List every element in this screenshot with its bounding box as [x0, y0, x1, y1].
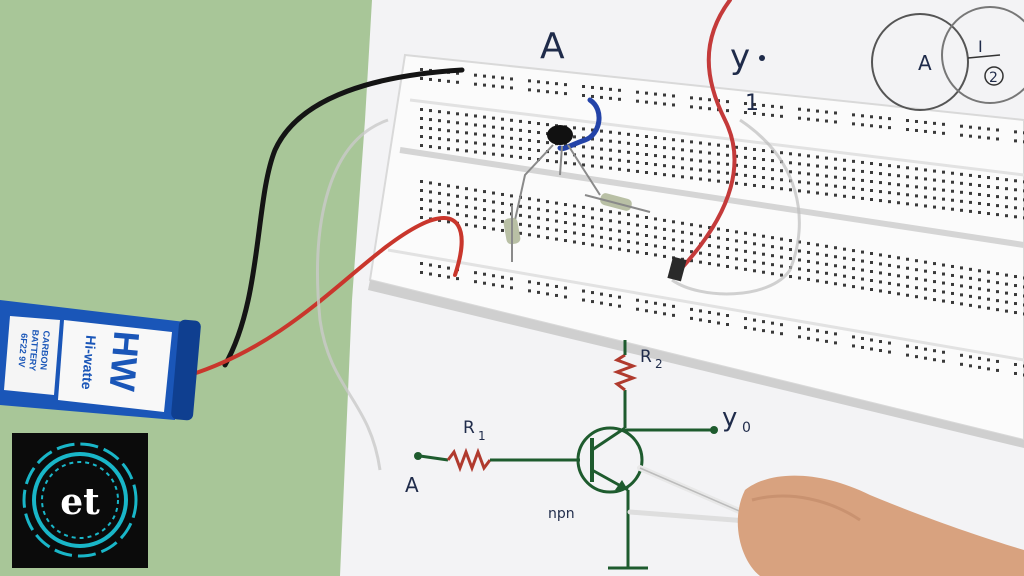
- wire-connector: [667, 256, 687, 282]
- schematic-transistor-symbol: [576, 426, 644, 494]
- battery-model: Hi-watte: [79, 335, 100, 391]
- battery-spec-line2: BATTERY: [27, 329, 41, 371]
- battery-brand: HW: [101, 329, 147, 392]
- schematic-label-r1: R: [463, 418, 475, 438]
- schematic-label-y-sub: 0: [742, 420, 751, 436]
- breadboard-label-a: A: [540, 26, 565, 67]
- breadboard-label-y: y: [730, 37, 750, 77]
- venn-label-i: I: [978, 37, 983, 56]
- breadboard-center-channel: [399, 147, 1024, 248]
- schematic-label-npn: npn: [548, 506, 575, 522]
- battery: HW Hi-watte 6F22 9V BATTERY CARBON: [0, 300, 201, 421]
- channel-logo: et: [12, 433, 148, 568]
- schematic-input-wire: [419, 454, 449, 462]
- black-wire: [222, 67, 465, 368]
- red-wire-battery: [188, 216, 464, 377]
- schematic-label-r1-sub: 1: [478, 429, 486, 443]
- hand: [737, 475, 1024, 576]
- resistor-component-2: [584, 193, 651, 213]
- schematic-resistor-r1: [446, 447, 492, 473]
- venn-label-a: A: [918, 51, 932, 75]
- transistor-component: [547, 125, 573, 145]
- schematic-label-y: y: [722, 403, 737, 433]
- schematic-label-r2-sub: 2: [655, 357, 663, 371]
- logo-text: et: [60, 481, 100, 523]
- battery-spec-line3: CARBON: [38, 330, 51, 370]
- resistor-component-1: [503, 205, 521, 262]
- venn-diagram: A I 2: [871, 6, 1024, 111]
- transistor-schematic: A R 1 R 2 y 0 npn: [405, 340, 751, 570]
- schematic-input-node: [414, 452, 422, 460]
- wire-shadow: [316, 118, 389, 471]
- schematic-resistor-r2: [612, 353, 638, 392]
- battery-spec-line1: 6F22 9V: [17, 333, 30, 368]
- breadboard-label-y-sub: 1: [745, 91, 759, 116]
- red-wire-output: [678, 0, 737, 272]
- schematic-label-r2: R: [640, 347, 652, 367]
- blue-jumper-wire: [557, 97, 602, 151]
- schematic-output-node: [710, 426, 718, 434]
- schematic-label-a: A: [405, 473, 419, 497]
- venn-label-2: 2: [989, 70, 998, 86]
- hand-with-pen: [627, 465, 1024, 576]
